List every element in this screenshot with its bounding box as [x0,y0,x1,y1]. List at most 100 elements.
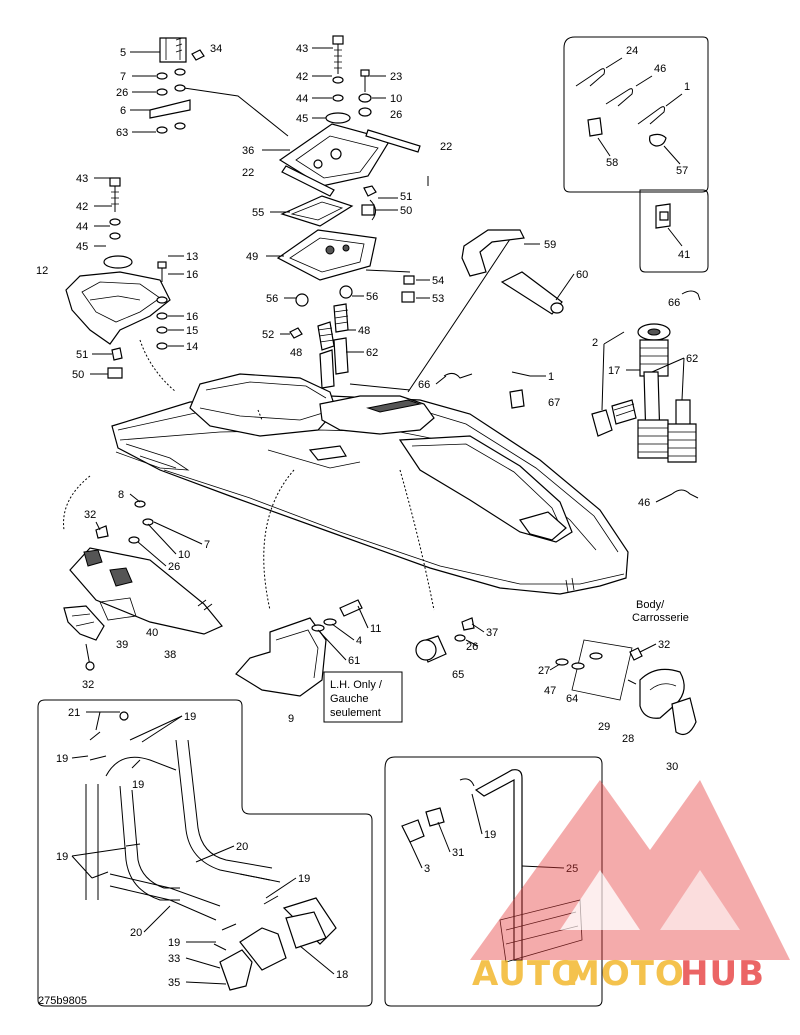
plate-36 [278,123,421,197]
note-line: Body/ [636,599,665,611]
diagram-id: 275b9805 [38,995,87,1007]
springs-48 [289,303,349,389]
callout: 39 [116,639,128,651]
kit-frame-top-right [563,36,709,273]
callout: 65 [452,669,464,681]
callout: 46 [654,63,666,75]
callout-leaders [71,47,685,985]
note-line: Gauche [330,693,369,705]
callout: 18 [336,969,348,981]
callout: 57 [676,165,688,177]
tube-kit-20 [85,711,337,991]
callout: 11 [370,623,381,635]
callout: 2 [592,337,598,349]
callout: 66 [418,379,430,391]
callout: 4 [356,635,362,647]
note-lh-only: L.H. Only / Gauche seulement [323,671,403,723]
callout: 19 [484,829,496,841]
callout: 38 [164,649,176,661]
callout: 48 [358,325,370,337]
bracket-5-6 [149,37,205,134]
callout: 19 [184,711,196,723]
callout: 19 [56,851,68,863]
callout: 53 [432,293,444,305]
callout: 7 [120,71,126,83]
callout: 52 [262,329,274,341]
callout: 56 [366,291,378,303]
callout: 22 [242,167,254,179]
callout: 47 [544,685,556,697]
callout: 60 [576,269,588,281]
watermark-text-auto: AUTO [472,954,581,994]
note-line: L.H. Only / [330,679,383,691]
clamps-kit [575,68,671,229]
callout: 28 [622,733,634,745]
callout: 17 [608,365,620,377]
callout: 62 [366,347,378,359]
callout: 48 [290,347,302,359]
callout-labels: 5 34 7 26 6 63 43 42 23 44 10 45 26 22 3… [36,43,698,1007]
note-body: Body/ Carrosserie [632,599,689,624]
callout: 49 [246,251,258,263]
callout: 19 [56,753,68,765]
callout: 19 [132,779,144,791]
callout: 43 [296,43,308,55]
callout: 45 [76,241,88,253]
base-49 [276,229,415,307]
callout: 67 [548,397,560,409]
callout: 44 [296,93,308,105]
callout: 50 [400,205,412,217]
panel-38 [63,500,223,671]
callout: 16 [186,269,198,281]
callout: 46 [638,497,650,509]
callout: 14 [186,341,198,353]
leader-lines [63,87,517,611]
callout: 9 [288,713,294,725]
callout: 26 [390,109,402,121]
note-line: Carrosserie [632,612,689,624]
callout: 34 [210,43,222,55]
callout: 1 [684,81,690,93]
callout: 6 [120,105,126,117]
callout: 32 [658,639,670,651]
callout: 15 [186,325,198,337]
kit-frame-bottom-right [384,756,603,1007]
callout: 31 [452,847,464,859]
callout: 26 [116,87,128,99]
callout: 13 [186,251,198,263]
callout: 1 [548,371,554,383]
cover-9 [235,599,363,697]
callout: 66 [668,297,680,309]
callout: 26 [466,641,478,653]
kit-frame-bottom-left [37,699,373,1007]
callout: 61 [348,655,360,667]
callout: 23 [390,71,402,83]
callout: 58 [606,157,618,169]
seal-55 [280,185,377,227]
bolt-43-top [325,35,372,124]
callout: 42 [76,201,88,213]
callout: 44 [76,221,88,233]
callout: 50 [72,369,84,381]
callout: 12 [36,265,48,277]
callout: 32 [84,509,96,521]
callout: 27 [538,665,550,677]
callout: 62 [686,353,698,365]
callout: 41 [678,249,690,261]
callout: 19 [168,937,180,949]
watermark-text-moto: MOTO [566,954,685,994]
callout: 24 [626,45,638,57]
note-line: seulement [330,707,381,719]
handle-12 [65,177,171,379]
callout: 54 [432,275,444,287]
callout: 51 [400,191,412,203]
callout: 42 [296,71,308,83]
cap-65 [415,617,475,663]
callout: 35 [168,977,180,989]
callout: 22 [440,141,452,153]
callout: 51 [76,349,88,361]
callout: 30 [666,761,678,773]
callout: 64 [566,693,578,705]
callout: 25 [566,863,578,875]
